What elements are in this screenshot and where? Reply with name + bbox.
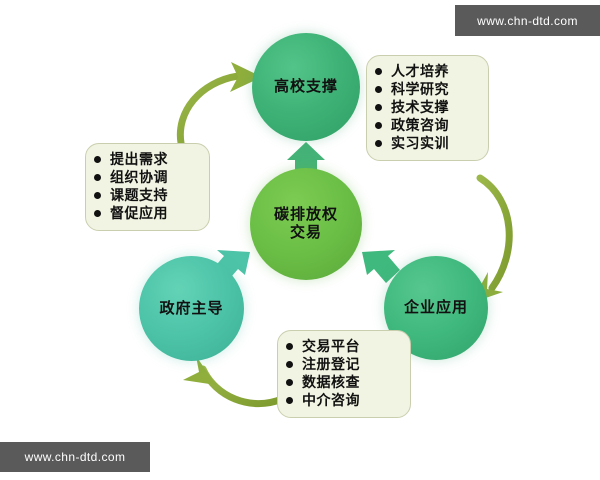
bullet-icon	[375, 104, 382, 112]
bullet-icon	[94, 174, 101, 182]
bullet-icon	[94, 192, 101, 200]
node-circle-government[interactable]: 政府主导	[139, 256, 244, 361]
node-circle-enterprise[interactable]: 企业应用	[384, 256, 488, 360]
list-item-label: 中介咨询	[302, 391, 360, 408]
list-item: 注册登记	[286, 356, 400, 374]
list-item-label: 组织协调	[110, 168, 168, 185]
node-label-center-line2: 交易	[289, 224, 322, 241]
list-item: 组织协调	[94, 169, 199, 187]
bullet-icon	[286, 379, 293, 387]
detail-box-government: 提出需求 组织协调 课题支持 督促应用	[85, 143, 210, 231]
bullet-icon	[375, 68, 382, 76]
node-circle-university[interactable]: 高校支撑	[252, 33, 360, 141]
list-item-label: 提出需求	[110, 151, 168, 167]
node-label-university: 高校支撑	[273, 78, 338, 96]
list-item-label: 注册登记	[302, 355, 360, 372]
node-label-center: 碳排放权 交易	[270, 206, 342, 241]
list-item-label: 交易平台	[302, 338, 360, 354]
list-item: 政策咨询	[375, 117, 478, 135]
bullet-icon	[375, 86, 382, 94]
detail-box-university: 人才培养 科学研究 技术支撑 政策咨询 实习实训	[366, 55, 489, 161]
list-item-label: 技术支撑	[391, 98, 449, 115]
chevron-down-right-icon	[362, 250, 400, 283]
list-item: 提出需求	[94, 151, 199, 169]
list-item-label: 人才培养	[391, 63, 449, 79]
node-label-enterprise: 企业应用	[403, 299, 468, 317]
list-item: 实习实训	[375, 135, 478, 153]
list-item-label: 数据核查	[302, 373, 360, 390]
bullet-icon	[375, 122, 382, 130]
list-item: 课题支持	[94, 187, 199, 205]
list-item-label: 课题支持	[110, 186, 168, 203]
arrow-government-to-university	[176, 62, 262, 147]
bullet-icon	[286, 361, 293, 369]
chevron-up-icon	[287, 142, 325, 172]
node-label-center-line1: 碳排放权	[273, 206, 338, 224]
list-item-label: 科学研究	[391, 80, 449, 97]
watermark-top: www.chn-dtd.com	[455, 5, 600, 36]
list-item: 数据核查	[286, 374, 400, 392]
bullet-icon	[286, 397, 293, 405]
bullet-icon	[286, 343, 293, 351]
watermark-bottom: www.chn-dtd.com	[0, 442, 150, 472]
list-item: 技术支撑	[375, 99, 478, 117]
list-item-label: 实习实训	[391, 134, 449, 151]
bullet-icon	[94, 210, 101, 218]
bullet-icon	[375, 140, 382, 148]
node-label-government: 政府主导	[159, 299, 224, 317]
list-item: 交易平台	[286, 338, 400, 356]
list-item-label: 督促应用	[110, 204, 168, 221]
detail-box-enterprise: 交易平台 注册登记 数据核查 中介咨询	[277, 330, 411, 418]
list-item-label: 政策咨询	[391, 116, 449, 133]
arrow-enterprise-to-government	[183, 356, 286, 408]
list-item: 中介咨询	[286, 392, 400, 410]
bullet-icon	[94, 156, 101, 164]
node-circle-center[interactable]: 碳排放权 交易	[250, 168, 362, 280]
list-item: 督促应用	[94, 205, 199, 223]
list-item: 科学研究	[375, 81, 478, 99]
list-item: 人才培养	[375, 63, 478, 81]
